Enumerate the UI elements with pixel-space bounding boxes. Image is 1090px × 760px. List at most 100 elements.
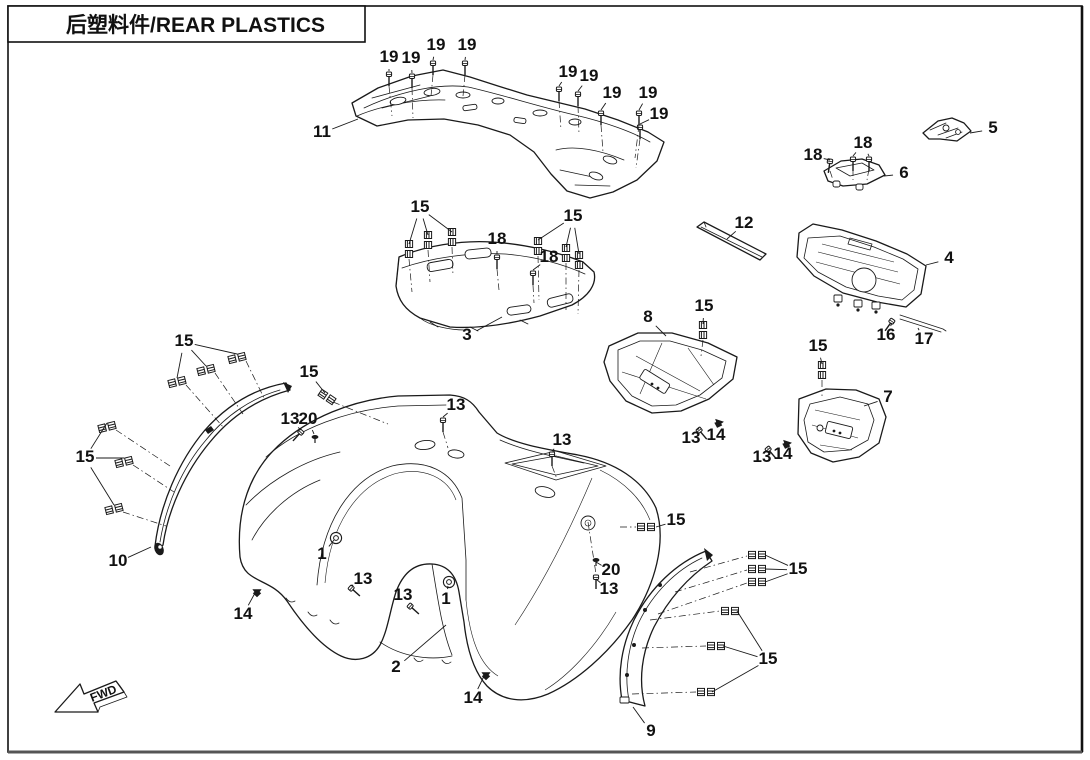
callout-leader-line [823, 158, 831, 161]
callout-leader-line [350, 584, 354, 587]
part-number-label: 20 [299, 409, 318, 428]
part-number-label: 14 [707, 425, 726, 444]
callout-leader-line [574, 227, 580, 255]
part-11-rear-rack [351, 60, 665, 199]
callout-leader-line [820, 357, 823, 365]
callout-leader-line [764, 573, 788, 583]
callout-leader-line [655, 325, 667, 337]
part-number-label: 6 [899, 163, 908, 182]
callout-leader-line [639, 119, 650, 125]
part-number-label: 18 [488, 229, 507, 248]
callout-leader-line [127, 546, 152, 558]
part-number-label: 14 [774, 444, 793, 463]
part-number-label: 13 [600, 579, 619, 598]
callout-leader-line [428, 214, 453, 233]
part-number-label: 13 [753, 447, 772, 466]
part-number-label: 9 [646, 721, 655, 740]
part-5-bracket [922, 117, 972, 142]
part-number-label: 19 [402, 48, 421, 67]
part-number-label: 15 [175, 331, 194, 350]
part-number-label: 15 [411, 197, 430, 216]
part-number-label: 15 [809, 336, 828, 355]
part-10-left-trim [97, 351, 292, 556]
part-number-label: 5 [988, 118, 997, 137]
callout-leader-line [917, 327, 920, 331]
part-6-bracket [823, 156, 886, 191]
callout-leader-line [595, 561, 602, 566]
callout-leader-line [315, 381, 326, 394]
callout-leader-line [883, 174, 894, 177]
callout-leader-line [176, 352, 183, 379]
part-number-label: 20 [602, 560, 621, 579]
part-3-rear-cover [395, 228, 596, 332]
callout-leader-line [332, 118, 359, 130]
part-number-label: 18 [854, 133, 873, 152]
part-number-label: 15 [759, 649, 778, 668]
part-number-label: 14 [464, 688, 483, 707]
part-number-label: 14 [234, 604, 253, 623]
part-number-label: 18 [540, 247, 559, 266]
part-number-label: 15 [695, 296, 714, 315]
part-number-label: 2 [391, 657, 400, 676]
callout-leader-line [551, 448, 555, 452]
part-number-label: 19 [559, 62, 578, 81]
callout-leader-line [722, 645, 758, 658]
callout-leader-line [476, 316, 503, 332]
part-number-label: 8 [643, 307, 652, 326]
part-7-box-panel [764, 361, 887, 463]
callout-leader-line [90, 422, 108, 449]
callout-leader-line [736, 610, 763, 651]
callout-leader-line [404, 624, 447, 662]
part-number-label: 15 [564, 206, 583, 225]
callout-leader-line [600, 102, 607, 111]
part-2-rear-fender-body [238, 388, 661, 701]
title-box [7, 5, 366, 43]
part-number-label: 3 [462, 325, 471, 344]
callout-leader-line [328, 539, 335, 547]
part-number-label: 19 [603, 83, 622, 102]
callout-leader-line [638, 103, 643, 111]
callout-leader-line [537, 222, 565, 241]
callout-leader-line [532, 264, 541, 271]
rod-17 [899, 314, 947, 333]
callout-leader-line [408, 218, 418, 245]
callout-leader-line [925, 261, 939, 266]
callout-leader-line [726, 230, 737, 240]
part-12-strip [696, 221, 767, 261]
callout-leader-line [890, 322, 893, 327]
callout-leader-line [867, 153, 870, 157]
grommet-icon [442, 575, 456, 589]
callout-leader-line [442, 412, 448, 418]
callout-leader-line [191, 349, 207, 367]
part-number-label: 19 [580, 66, 599, 85]
part-number-label: 15 [300, 362, 319, 381]
part-number-label: 19 [639, 83, 658, 102]
part-4-tail-panel [796, 223, 947, 334]
callout-leader-line [764, 554, 789, 566]
page-title: 后塑料件/REAR PLASTICS [66, 14, 325, 37]
callout-leader-line [577, 85, 583, 92]
part-number-label: 13 [553, 430, 572, 449]
callout-leader-line [432, 56, 435, 61]
part-number-label: 17 [915, 329, 934, 348]
callout-leader-line [764, 568, 788, 571]
callout-leader-line [297, 427, 302, 431]
callout-leader-line [311, 429, 315, 435]
callout-leader-line [632, 706, 645, 724]
callout-leader-line [194, 343, 238, 355]
part-number-label: 1 [441, 589, 450, 608]
callout-leader-line [852, 152, 857, 157]
part-number-label: 10 [109, 551, 128, 570]
part-number-label: 19 [650, 104, 669, 123]
callout-leader-line [422, 218, 429, 236]
part-9-right-trim [619, 548, 766, 707]
part-number-label: 13 [447, 395, 466, 414]
title-block: 后塑料件/REAR PLASTICS [7, 5, 366, 43]
part-number-label: 12 [735, 213, 754, 232]
part-8-side-panel [603, 321, 738, 442]
callout-leader-line [655, 523, 666, 528]
part-number-label: 19 [427, 35, 446, 54]
part-number-label: 13 [682, 428, 701, 447]
